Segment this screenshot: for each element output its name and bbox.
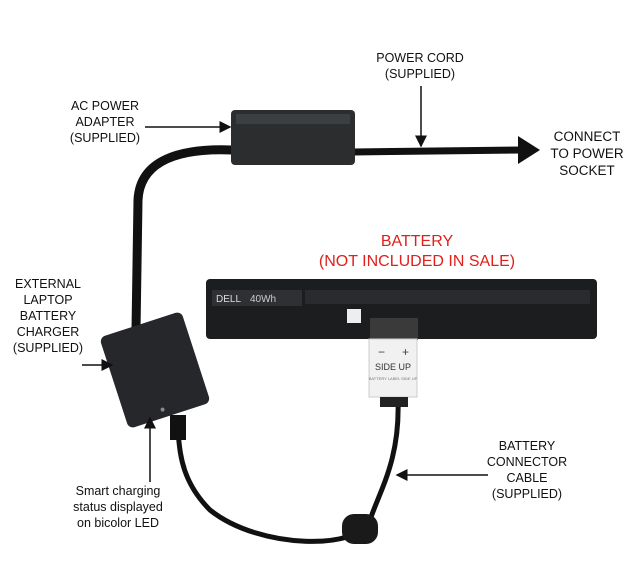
label-line: on bicolor LED [77,516,159,530]
label-line: (SUPPLIED) [69,131,141,145]
minus-mark: − [378,345,385,359]
plus-mark: + [402,345,409,359]
label-line: ADAPTER [75,115,135,129]
label-line: status displayed [73,500,163,514]
label-line: (NOT INCLUDED IN SALE) [318,253,516,270]
label-line: (SUPPLIED) [12,341,84,355]
external-charger [100,312,210,428]
label-line: (SUPPLIED) [491,487,563,501]
label-led: Smart charging status displayed on bicolor… [60,483,176,531]
ferrite-bead [342,514,378,544]
charger-plug [170,415,186,440]
led-indicator [160,407,165,412]
label-cable: BATTERY CONNECTOR CABLE (SUPPLIED) [482,438,572,502]
battery-capacity: 40Wh [250,294,276,305]
side-up-text: SIDE UP [375,362,411,372]
label-line: AC POWER [70,99,140,113]
label-line: BATTERY [380,233,454,250]
label-line: CHARGER [16,325,80,339]
label-line: TO POWER [550,146,624,161]
laptop-battery: DELL 40Wh [206,279,597,340]
label-line: SOCKET [559,163,615,178]
label-line: (SUPPLIED) [384,67,456,81]
label-line: CONNECTOR [486,455,568,469]
label-line: CONNECT [553,129,621,144]
power-cord-arrowhead [518,136,540,164]
battery-connector-cable [175,399,401,544]
label-power-cord: POWER CORD (SUPPLIED) [370,50,470,82]
label-line: BATTERY [19,309,77,323]
label-charger: EXTERNAL LAPTOP BATTERY CHARGER (SUPPLIED) [8,276,88,356]
adapter-to-charger-cable [131,145,233,331]
battery-brand: DELL [216,294,241,305]
label-connect: CONNECT TO POWER SOCKET [545,128,629,179]
label-line: CABLE [506,471,548,485]
label-ac-adapter: AC POWER ADAPTER (SUPPLIED) [62,98,148,146]
label-line: LAPTOP [23,293,73,307]
label-line: POWER CORD [376,51,464,65]
label-line: EXTERNAL [15,277,81,291]
ac-power-adapter [231,110,355,165]
label-battery: BATTERY (NOT INCLUDED IN SALE) [300,232,534,272]
power-cord [351,146,523,156]
label-line: Smart charging [75,484,161,498]
label-side-note: BATTERY LABEL SIDE UP [369,376,418,381]
label-line: BATTERY [498,439,556,453]
battery-connector: − + SIDE UP BATTERY LABEL SIDE UP [368,338,418,407]
